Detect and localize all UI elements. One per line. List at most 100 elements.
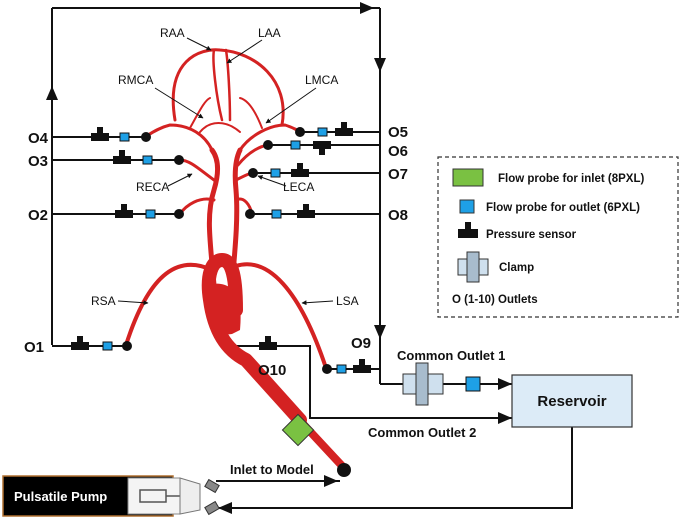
pressure-sensor-icon <box>335 122 353 136</box>
o2-terminal <box>174 209 184 219</box>
o1-terminal <box>122 341 132 351</box>
pressure-sensor-icon <box>313 141 331 155</box>
outlet-flow-probes <box>102 127 481 392</box>
legend: Flow probe for inlet (8PXL) Flow probe f… <box>437 156 679 318</box>
pressure-sensor-icon <box>259 336 277 350</box>
valve-icon <box>204 500 220 516</box>
o8-terminal <box>245 209 255 219</box>
leca-label: LECA <box>283 180 314 194</box>
pressure-sensor-icon <box>291 163 309 177</box>
pulsatile-pump: Pulsatile Pump <box>2 475 220 517</box>
anatomy-labels: RAA LAA RMCA LMCA RECA LECA RSA LSA <box>91 26 359 308</box>
green-square-icon <box>281 413 315 447</box>
blue-square-icon <box>290 140 301 150</box>
laa-label: LAA <box>258 26 281 40</box>
blue-square-icon <box>459 199 475 214</box>
valve-housing <box>179 477 201 515</box>
right-arrow-icon <box>324 475 338 487</box>
up-arrow-icon <box>46 86 58 100</box>
blue-square-icon <box>102 341 113 351</box>
down-arrow-icon <box>374 58 386 72</box>
o4-terminal <box>141 132 151 142</box>
raa-label: RAA <box>160 26 185 40</box>
pressure-sensor-icon <box>71 336 89 350</box>
communicating-ring <box>199 122 241 133</box>
pressure-sensors <box>71 122 371 373</box>
right-branch-minor <box>189 97 211 129</box>
legend-item-inlet-probe: Flow probe for inlet (8PXL) <box>498 173 644 185</box>
o8-label: O8 <box>388 207 408 224</box>
reservoir-box <box>511 374 633 428</box>
o9-label: O9 <box>351 335 371 352</box>
left-carotid <box>229 147 243 288</box>
aortic-stump <box>226 300 240 330</box>
reservoir-label: Reservoir <box>537 393 606 410</box>
blue-square-icon <box>317 127 328 137</box>
blue-square-icon <box>271 209 282 219</box>
o6-label: O6 <box>388 143 408 160</box>
rsa-label: RSA <box>91 294 116 308</box>
pressure-sensor-icon <box>297 204 315 218</box>
o1-label: O1 <box>24 339 44 356</box>
blue-square-icon <box>465 376 481 392</box>
rmca-label: RMCA <box>118 73 153 87</box>
left-arrow-icon <box>218 502 232 514</box>
legend-item-clamp: Clamp <box>499 262 534 274</box>
lsa-label: LSA <box>336 294 359 308</box>
o7-label: O7 <box>388 166 408 183</box>
anterior-dome <box>171 48 285 127</box>
o4-label: O4 <box>28 130 49 147</box>
left-subclavian <box>234 262 328 370</box>
blue-square-icon <box>336 364 347 374</box>
pressure-sensor-icon <box>353 359 371 373</box>
o2-label: O2 <box>28 207 48 224</box>
o7-terminal <box>248 168 258 178</box>
inlet-port <box>337 463 351 477</box>
o5-terminal <box>295 127 305 137</box>
o6-terminal <box>263 140 273 150</box>
legend-item-pressure-sensor: Pressure sensor <box>486 229 577 241</box>
right-carotid <box>206 147 221 288</box>
common-outlet-1-label: Common Outlet 1 <box>397 348 505 363</box>
reca-label: RECA <box>136 180 169 194</box>
o3-label: O3 <box>28 153 48 170</box>
right-arrow-icon <box>498 412 512 424</box>
blue-square-icon <box>142 155 153 165</box>
clamp-icon <box>402 362 444 406</box>
o5-label: O5 <box>388 124 408 141</box>
reservoir-return-tube <box>216 426 573 509</box>
right-mca <box>143 123 214 152</box>
clamp-icon <box>457 251 489 283</box>
laa-vessel <box>224 48 232 122</box>
legend-item-outlets: O (1-10) Outlets <box>452 294 538 306</box>
lmca-label: LMCA <box>305 73 338 87</box>
blue-square-icon <box>270 168 281 178</box>
raa-vessel <box>212 48 224 122</box>
o9-terminal <box>322 364 332 374</box>
left-branch-minor <box>239 97 263 129</box>
down-arrow-icon <box>374 325 386 339</box>
right-arrow-icon <box>498 378 512 390</box>
blue-square-icon <box>119 132 130 142</box>
pump-label: Pulsatile Pump <box>14 489 107 504</box>
outlet-labels: O4 O3 O2 O1 O5 O6 O7 O8 O9 O10 <box>24 124 408 379</box>
inlet-to-model-label: Inlet to Model <box>230 462 314 477</box>
right-arrow-icon <box>360 2 374 14</box>
right-subclavian <box>124 262 214 347</box>
valve-icon <box>204 478 220 494</box>
o3-terminal <box>174 155 184 165</box>
pressure-sensor-icon <box>115 204 133 218</box>
descending-aorta <box>242 356 348 472</box>
pressure-sensor-icon <box>458 222 478 238</box>
blue-square-icon <box>145 209 156 219</box>
green-square-icon <box>452 168 484 187</box>
pressure-sensor-icon <box>113 150 131 164</box>
common-outlet-2-label: Common Outlet 2 <box>368 425 476 440</box>
vascular-model <box>124 48 351 477</box>
aorta <box>201 253 307 427</box>
pressure-sensor-icon <box>91 127 109 141</box>
outlet-terminals <box>122 127 332 374</box>
legend-item-outlet-probe: Flow probe for outlet (6PXL) <box>486 202 640 214</box>
